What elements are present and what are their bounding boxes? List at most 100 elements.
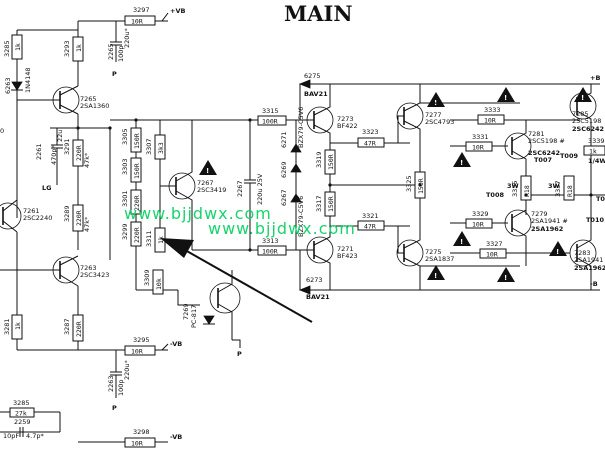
- transistor-7285-type2: 2SC6242: [572, 125, 604, 133]
- resistor-3301-ref: 3301: [121, 190, 129, 207]
- resistor-3301: [130, 189, 142, 215]
- test-point-t008: T008: [486, 191, 504, 199]
- rail-p-bottom: P: [112, 404, 117, 412]
- resistor-3291-value: 220R: [75, 145, 83, 161]
- diode-6275-type: BAV21: [304, 90, 328, 98]
- resistor-3298-value: 10R: [131, 440, 143, 448]
- resistor-3307-value: 3k3: [157, 142, 165, 154]
- diode-6267-type: BZX79-C5V6: [297, 196, 305, 237]
- resistor-3291-ref: 3291: [63, 138, 71, 155]
- resistor-3285b-ref: 3285: [13, 399, 30, 407]
- resistor-3285b: [9, 407, 35, 418]
- resistor-3305-value: 150R: [133, 133, 141, 149]
- svg-text:!: !: [460, 238, 463, 246]
- resistor-3281-value: 1k: [14, 322, 22, 330]
- resistor-3329-value: 10R: [472, 221, 484, 229]
- resistor-3321-ref: 3321: [362, 212, 379, 220]
- transistor-7261-ref: 7261: [23, 207, 40, 215]
- resistor-3311-value: 1k: [157, 236, 165, 244]
- cap-2263-ref: 2263: [107, 375, 115, 392]
- resistor-3313-value: 100R: [262, 248, 278, 256]
- resistor-3293: [72, 36, 84, 62]
- resistor-3327-ref: 3327: [486, 240, 503, 248]
- resistor-3287-value: 220R: [75, 321, 83, 337]
- resistor-3339: [583, 145, 605, 156]
- transistor-7279: [504, 209, 532, 237]
- resistor-3295-ref: 3295: [133, 336, 150, 344]
- cap-2263-value: 100p: [117, 379, 125, 396]
- resistor-3287: [72, 314, 84, 342]
- resistor-3323-ref: 3323: [362, 128, 379, 136]
- svg-text:!: !: [556, 248, 559, 256]
- resistor-3323-value: 47R: [364, 140, 376, 148]
- rail-zero-label: 0: [0, 127, 4, 135]
- resistor-3313-ref: 3313: [262, 237, 279, 245]
- resistor-3298: [124, 437, 156, 448]
- cap-2259-value: 10pF: [3, 432, 19, 440]
- resistor-3299-value: 220R: [133, 227, 141, 243]
- resistor-3297: [124, 15, 156, 26]
- resistor-3291: [72, 139, 84, 167]
- resistor-3305-ref: 3305: [121, 128, 129, 145]
- watermark-2: www.bjjdwx.com: [208, 219, 356, 238]
- transistor-7285-ref: 7285: [572, 110, 589, 118]
- svg-text:!: !: [581, 94, 584, 102]
- svg-text:!: !: [434, 272, 437, 280]
- transistor-7283-type: 2SA1941 #: [574, 256, 605, 264]
- rail-minus-vb-bottom: -VB: [170, 433, 182, 441]
- resistor-3289-ref: 3289: [63, 205, 71, 222]
- resistor-3299: [130, 221, 142, 247]
- test-point-t007: T007: [534, 156, 552, 164]
- transistor-7281: [504, 132, 532, 160]
- cap-2261-ref: 2261: [35, 143, 43, 160]
- resistor-3297-value: 10R: [131, 18, 143, 26]
- transistor-7275-ref: 7275: [425, 248, 442, 256]
- transistor-7277-type: 2SC4793: [425, 118, 454, 126]
- transistor-7261-type: 2SC2240: [23, 214, 52, 222]
- resistor-3325-ref: 3325: [405, 175, 413, 192]
- diode-6269-ref: 6269: [280, 161, 288, 178]
- resistor-3293-ref: 3293: [63, 40, 71, 57]
- rail-lg-label: LG: [42, 184, 51, 192]
- transistor-7269-optocoupler: [209, 282, 241, 314]
- resistor-3321: [357, 220, 385, 231]
- resistor-3305: [130, 127, 142, 153]
- resistor-3335: [520, 175, 532, 201]
- transistor-7263-ref: 7263: [80, 264, 97, 272]
- resistor-3285-ref: 3285: [3, 40, 11, 57]
- resistor-3339-ref: 3339: [588, 137, 605, 145]
- resistor-3285: [11, 34, 23, 60]
- cap-2265-ref: 2265: [107, 43, 115, 60]
- transistor-7271-ref: 7271: [337, 245, 354, 253]
- resistor-3303: [130, 157, 142, 183]
- watermark-1: www.bjjdwx.com: [124, 204, 272, 223]
- rail-minus-b: -B: [590, 280, 598, 288]
- cap-2265-value: 100p: [117, 45, 125, 62]
- transistor-7265-ref: 7265: [80, 95, 97, 103]
- resistor-3335-power: 3W: [507, 182, 519, 190]
- transistor-7271-type: BF423: [337, 252, 358, 260]
- resistor-3321-value: 47R: [364, 223, 376, 231]
- resistor-3335-ref: 3335: [511, 180, 519, 197]
- resistor-47k-a: 47k*: [83, 152, 91, 168]
- resistor-3289-value: 220R: [75, 210, 83, 226]
- resistor-3323: [357, 137, 385, 148]
- resistor-3295: [124, 345, 156, 356]
- resistor-3317-value: 150R: [327, 196, 335, 212]
- transistor-7281-type2: 2SC6242: [528, 149, 560, 157]
- transistor-7275: [396, 239, 424, 267]
- transistor-7273-type: BF422: [337, 122, 358, 130]
- cap-2259-ref: 2259: [14, 418, 31, 426]
- diode-6267: [290, 193, 302, 203]
- diode-6275-ref: 6275: [304, 72, 321, 80]
- rail-p-top: P: [112, 70, 117, 78]
- diode-6273-ref: 6273: [306, 276, 323, 284]
- resistor-3309: [152, 269, 164, 295]
- transistor-7283-type2: 2SA1962: [574, 264, 605, 272]
- resistor-3335-value: R18: [523, 185, 531, 197]
- diode-6273: [298, 285, 311, 295]
- resistor-3313: [257, 245, 287, 256]
- resistor-3307: [154, 134, 166, 160]
- resistor-3285-value: 1k: [14, 43, 22, 51]
- resistor-3309-ref: 3309: [143, 269, 151, 286]
